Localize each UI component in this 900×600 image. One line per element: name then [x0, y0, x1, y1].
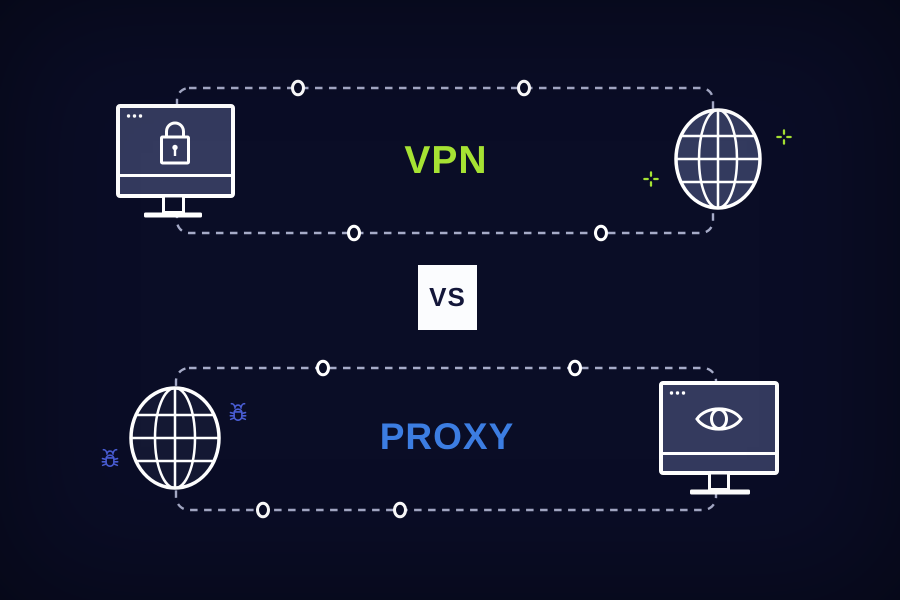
vpn-label: VPN — [404, 139, 488, 182]
globe-icon — [129, 386, 221, 490]
connector-nodes — [256, 79, 608, 519]
window-dots-icon — [669, 391, 686, 395]
globe-icon — [674, 108, 762, 210]
eye-icon — [695, 407, 743, 431]
connector-node — [291, 79, 305, 97]
connector-node — [256, 501, 270, 519]
secure-monitor-icon — [116, 104, 235, 218]
connector-node — [568, 359, 582, 377]
connector-node — [316, 359, 330, 377]
bug-icon — [229, 402, 247, 421]
bug-icon — [101, 448, 119, 467]
connector-node — [594, 224, 608, 242]
proxy-label: PROXY — [379, 416, 515, 457]
connector-node — [393, 501, 407, 519]
sparkle-icon — [643, 171, 659, 187]
window-dots-icon — [126, 114, 143, 118]
connector-node — [517, 79, 531, 97]
surveillance-monitor-icon — [659, 381, 779, 495]
lock-icon — [160, 121, 190, 165]
vs-badge: VS — [418, 265, 477, 330]
sparkle-icon — [776, 129, 792, 145]
connector-node — [347, 224, 361, 242]
